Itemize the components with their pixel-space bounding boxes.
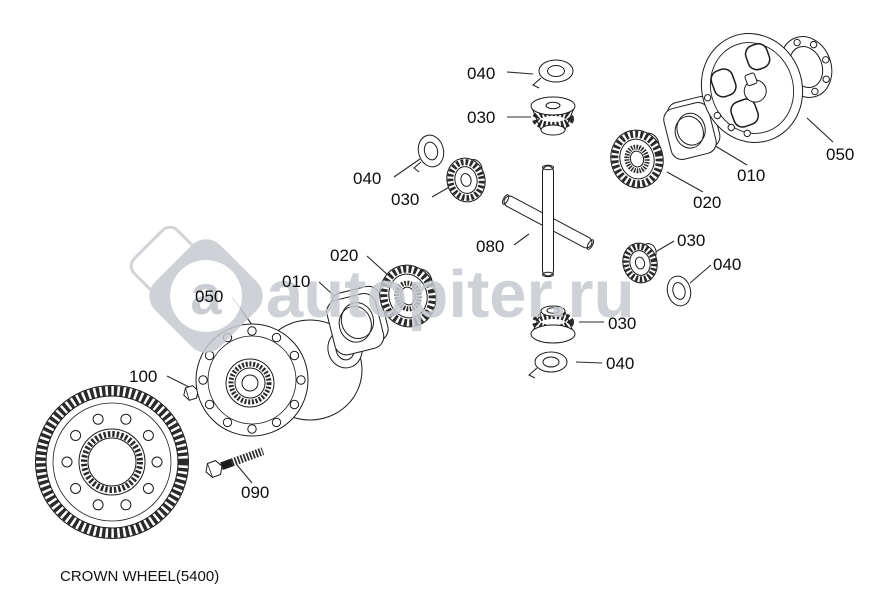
part-label-040-bottom: 040 xyxy=(606,354,635,373)
part-label-030-top: 030 xyxy=(467,108,496,127)
pinion-gear-right-drawing xyxy=(622,242,658,284)
part-label-030-right: 030 xyxy=(677,231,706,250)
thrust-plate-right-drawing xyxy=(663,95,721,160)
diagram-caption: CROWN WHEEL(5400) xyxy=(60,568,220,585)
part-label-040-right: 040 xyxy=(713,255,742,274)
side-gear-left-drawing xyxy=(379,264,437,328)
part-label-100-bolt: 100 xyxy=(129,367,158,386)
leader-line xyxy=(366,255,390,277)
part-label-050-left: 050 xyxy=(195,287,224,306)
leader-line xyxy=(506,71,534,75)
part-label-020-left: 020 xyxy=(330,246,359,265)
washer-right-drawing xyxy=(666,275,692,307)
thrust-plate-left-drawing xyxy=(326,285,389,356)
part-label-050-right: 050 xyxy=(826,145,855,164)
leader-line xyxy=(666,171,704,193)
part-label-080-center: 080 xyxy=(476,237,505,256)
leader-line xyxy=(166,375,190,388)
washer-top-drawing xyxy=(532,59,574,89)
pinion-gear-left-drawing xyxy=(446,157,486,203)
part-label-040-upper-left: 040 xyxy=(353,169,382,188)
diff-case-half-drawing xyxy=(700,33,833,143)
bolt-090-drawing xyxy=(205,447,265,478)
part-label-020-right: 020 xyxy=(693,193,722,212)
washer-upper-left-drawing xyxy=(413,134,445,173)
leader-line xyxy=(513,233,530,246)
leader-line xyxy=(689,264,712,284)
leader-line xyxy=(575,361,603,364)
pinion-gear-top-drawing xyxy=(530,96,576,136)
side-gear-right-drawing xyxy=(610,129,664,189)
leader-line xyxy=(393,158,421,178)
leader-line xyxy=(806,117,834,143)
spider-cross-drawing xyxy=(501,164,595,278)
crown-wheel-drawing xyxy=(35,385,189,539)
leader-line xyxy=(431,185,452,198)
part-label-090-bolt: 090 xyxy=(241,483,270,502)
part-label-030-upper-left: 030 xyxy=(391,190,420,209)
part-label-010-left: 010 xyxy=(282,272,311,291)
part-label-010-right: 010 xyxy=(737,166,766,185)
pinion-gear-bottom-drawing xyxy=(530,305,576,344)
leader-line xyxy=(236,464,253,484)
part-label-030-bottom: 030 xyxy=(608,314,637,333)
part-label-040-top: 040 xyxy=(467,64,496,83)
washer-bottom-drawing xyxy=(528,351,568,379)
